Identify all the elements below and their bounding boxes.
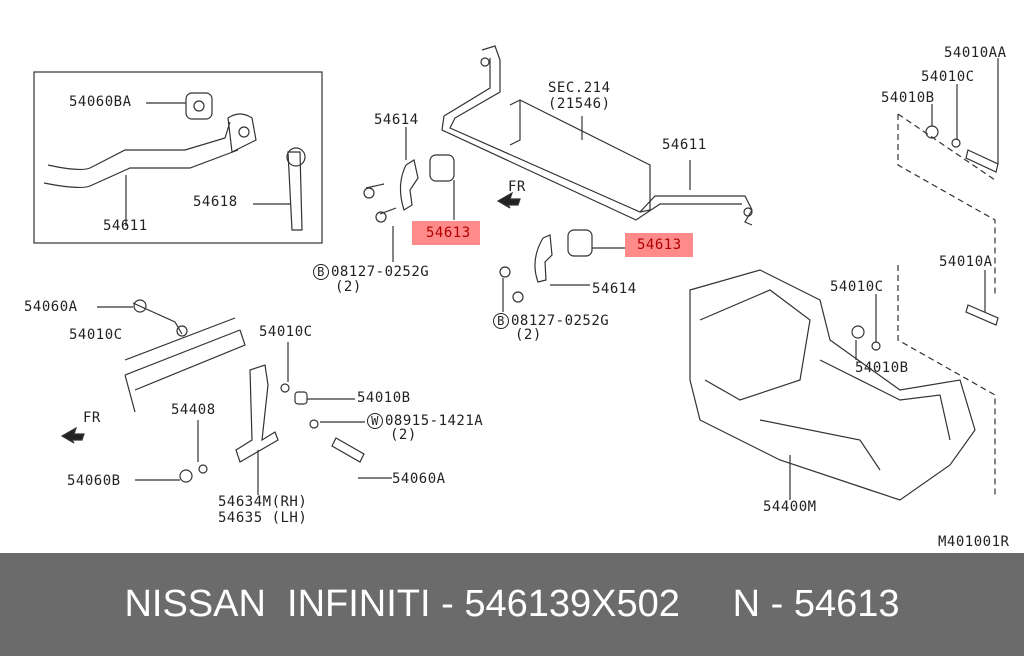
label-54060A-left: 54060A — [24, 299, 78, 315]
label-54010AA: 54010AA — [944, 45, 1007, 61]
nut-icon — [925, 125, 939, 139]
footer-banner: NISSAN INFINITI - 546139X502 N - 54613 — [0, 553, 1024, 656]
diagram-drawing — [33, 45, 999, 501]
highlight-54613-right[interactable]: 54613 — [625, 233, 693, 257]
stabilizer-bar-outline — [449, 45, 753, 226]
left-clamp — [399, 159, 419, 211]
label-fr-top: FR — [508, 179, 526, 195]
label-54614-left: 54614 — [374, 112, 419, 128]
label-54613-right: 54613 — [637, 237, 682, 253]
label-54614-right: 54614 — [592, 281, 637, 297]
qty-w: (2) — [390, 427, 417, 443]
part-number: 08127-0252G — [511, 313, 610, 329]
inset-frame — [33, 71, 323, 244]
right-clamp — [534, 234, 553, 283]
label-54400M: 54400M — [763, 499, 817, 515]
inset-bar-top — [47, 121, 231, 171]
circle-b-icon: B — [493, 313, 509, 329]
label-54060A-bracket: 54060A — [392, 471, 446, 487]
front-member — [689, 269, 976, 501]
label-54010C-bracket: 54010C — [259, 324, 313, 340]
right-bushing — [567, 229, 593, 257]
inset-bar-bottom — [43, 149, 239, 189]
label-fr-bottom: FR — [83, 410, 101, 426]
label-54060B: 54060B — [67, 473, 121, 489]
inset-link-rod — [287, 151, 303, 231]
label-54010A: 54010A — [939, 254, 993, 270]
footer-title: NISSAN INFINITI - 546139X502 N - 54613 — [124, 583, 900, 625]
highlight-54613-left[interactable]: 54613 — [412, 221, 480, 245]
part-number: 08127-0252G — [331, 264, 430, 280]
part-number: 08915-1421A — [385, 413, 484, 429]
label-54408: 54408 — [171, 402, 216, 418]
label-sec-214: SEC.214 — [548, 80, 611, 96]
label-54618: 54618 — [193, 194, 238, 210]
qty-right: (2) — [515, 327, 542, 343]
inset-nut — [185, 92, 213, 120]
label-54010B-top: 54010B — [881, 90, 935, 106]
circle-b-icon: B — [313, 264, 329, 280]
label-54010C-top: 54010C — [921, 69, 975, 85]
label-54060BA: 54060BA — [69, 94, 132, 110]
label-54010B-mid: 54010B — [855, 360, 909, 376]
label-21546: (21546) — [548, 96, 611, 112]
label-54611: 54611 — [662, 137, 707, 153]
label-54010C-mid: 54010C — [830, 279, 884, 295]
label-54010C-left: 54010C — [69, 327, 123, 343]
label-54010B-bracket: 54010B — [357, 390, 411, 406]
label-54635: 54635 (LH) — [218, 510, 308, 526]
left-bushing — [429, 154, 455, 182]
label-inset-54611: 54611 — [103, 218, 148, 234]
qty-left: (2) — [335, 279, 362, 295]
bracket — [235, 364, 279, 463]
circle-w-icon: W — [367, 413, 383, 429]
diagram-id: M401001R — [938, 534, 1010, 550]
label-54634M: 54634M(RH) — [218, 494, 308, 510]
label-54613-left: 54613 — [426, 225, 471, 241]
